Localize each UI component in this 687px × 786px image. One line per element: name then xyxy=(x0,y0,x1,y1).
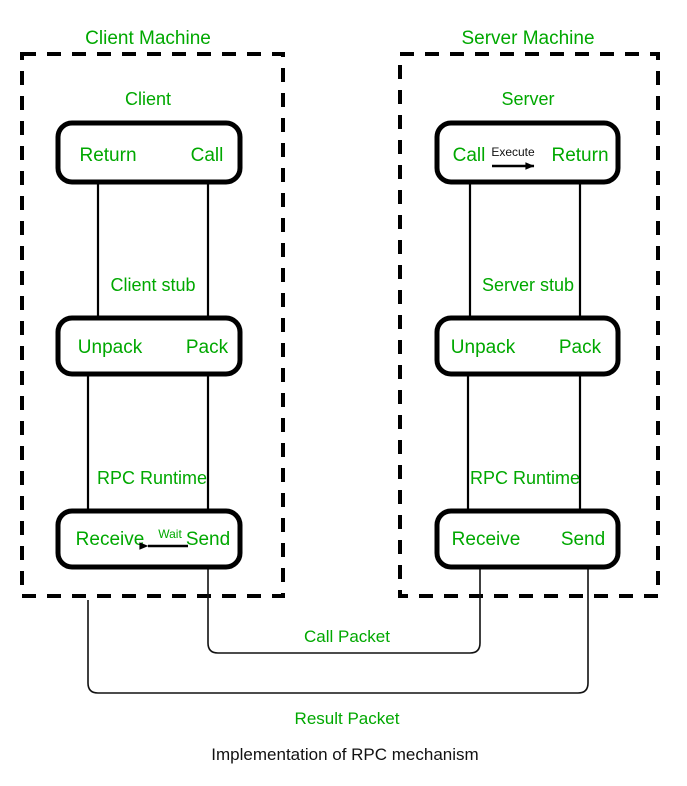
server-node-box xyxy=(434,120,621,185)
server-tier-label-rpc-runtime: RPC Runtime xyxy=(470,468,580,488)
client-node-box xyxy=(55,120,243,185)
result-packet-path xyxy=(87,554,589,694)
server-stub-port-pack: Pack xyxy=(559,337,602,358)
server-rpc-runtime-box xyxy=(434,508,621,570)
server-runtime-port-receive: Receive xyxy=(452,529,521,550)
client-tier-label-client-stub: Client stub xyxy=(110,275,195,295)
client-runtime-port-receive: Receive xyxy=(76,529,145,550)
client-stub-port-pack: Pack xyxy=(186,337,229,358)
client-rpc-runtime-box xyxy=(55,508,243,570)
client-runtime-port-send: Send xyxy=(186,529,230,550)
client-port-return: Return xyxy=(79,145,136,166)
server-port-call: Call xyxy=(453,145,486,166)
server-machine-boundary xyxy=(398,52,660,598)
call-packet-label: Call Packet xyxy=(304,627,390,646)
server-stub-box xyxy=(434,315,621,377)
server-tier-label-server-stub: Server stub xyxy=(482,275,574,295)
server-machine-title: Server Machine xyxy=(461,28,594,49)
client-stub-box xyxy=(55,315,243,377)
client-machine-title: Client Machine xyxy=(85,28,211,49)
call-packet-path xyxy=(207,554,481,654)
client-tier-label-client: Client xyxy=(125,89,171,109)
server-runtime-port-send: Send xyxy=(561,529,605,550)
figure-caption: Implementation of RPC mechanism xyxy=(211,745,478,764)
result-packet-label: Result Packet xyxy=(295,709,400,728)
client-port-call: Call xyxy=(191,145,224,166)
server-stub-port-unpack: Unpack xyxy=(451,337,516,358)
client-tier-label-rpc-runtime: RPC Runtime xyxy=(97,468,207,488)
client-machine-boundary xyxy=(20,52,285,598)
server-port-return: Return xyxy=(551,145,608,166)
server-tier-label-server: Server xyxy=(501,89,554,109)
client-stub-port-unpack: Unpack xyxy=(78,337,143,358)
client-wait-annotation-label: Wait xyxy=(158,527,182,541)
server-execute-annotation-label: Execute xyxy=(491,145,535,159)
